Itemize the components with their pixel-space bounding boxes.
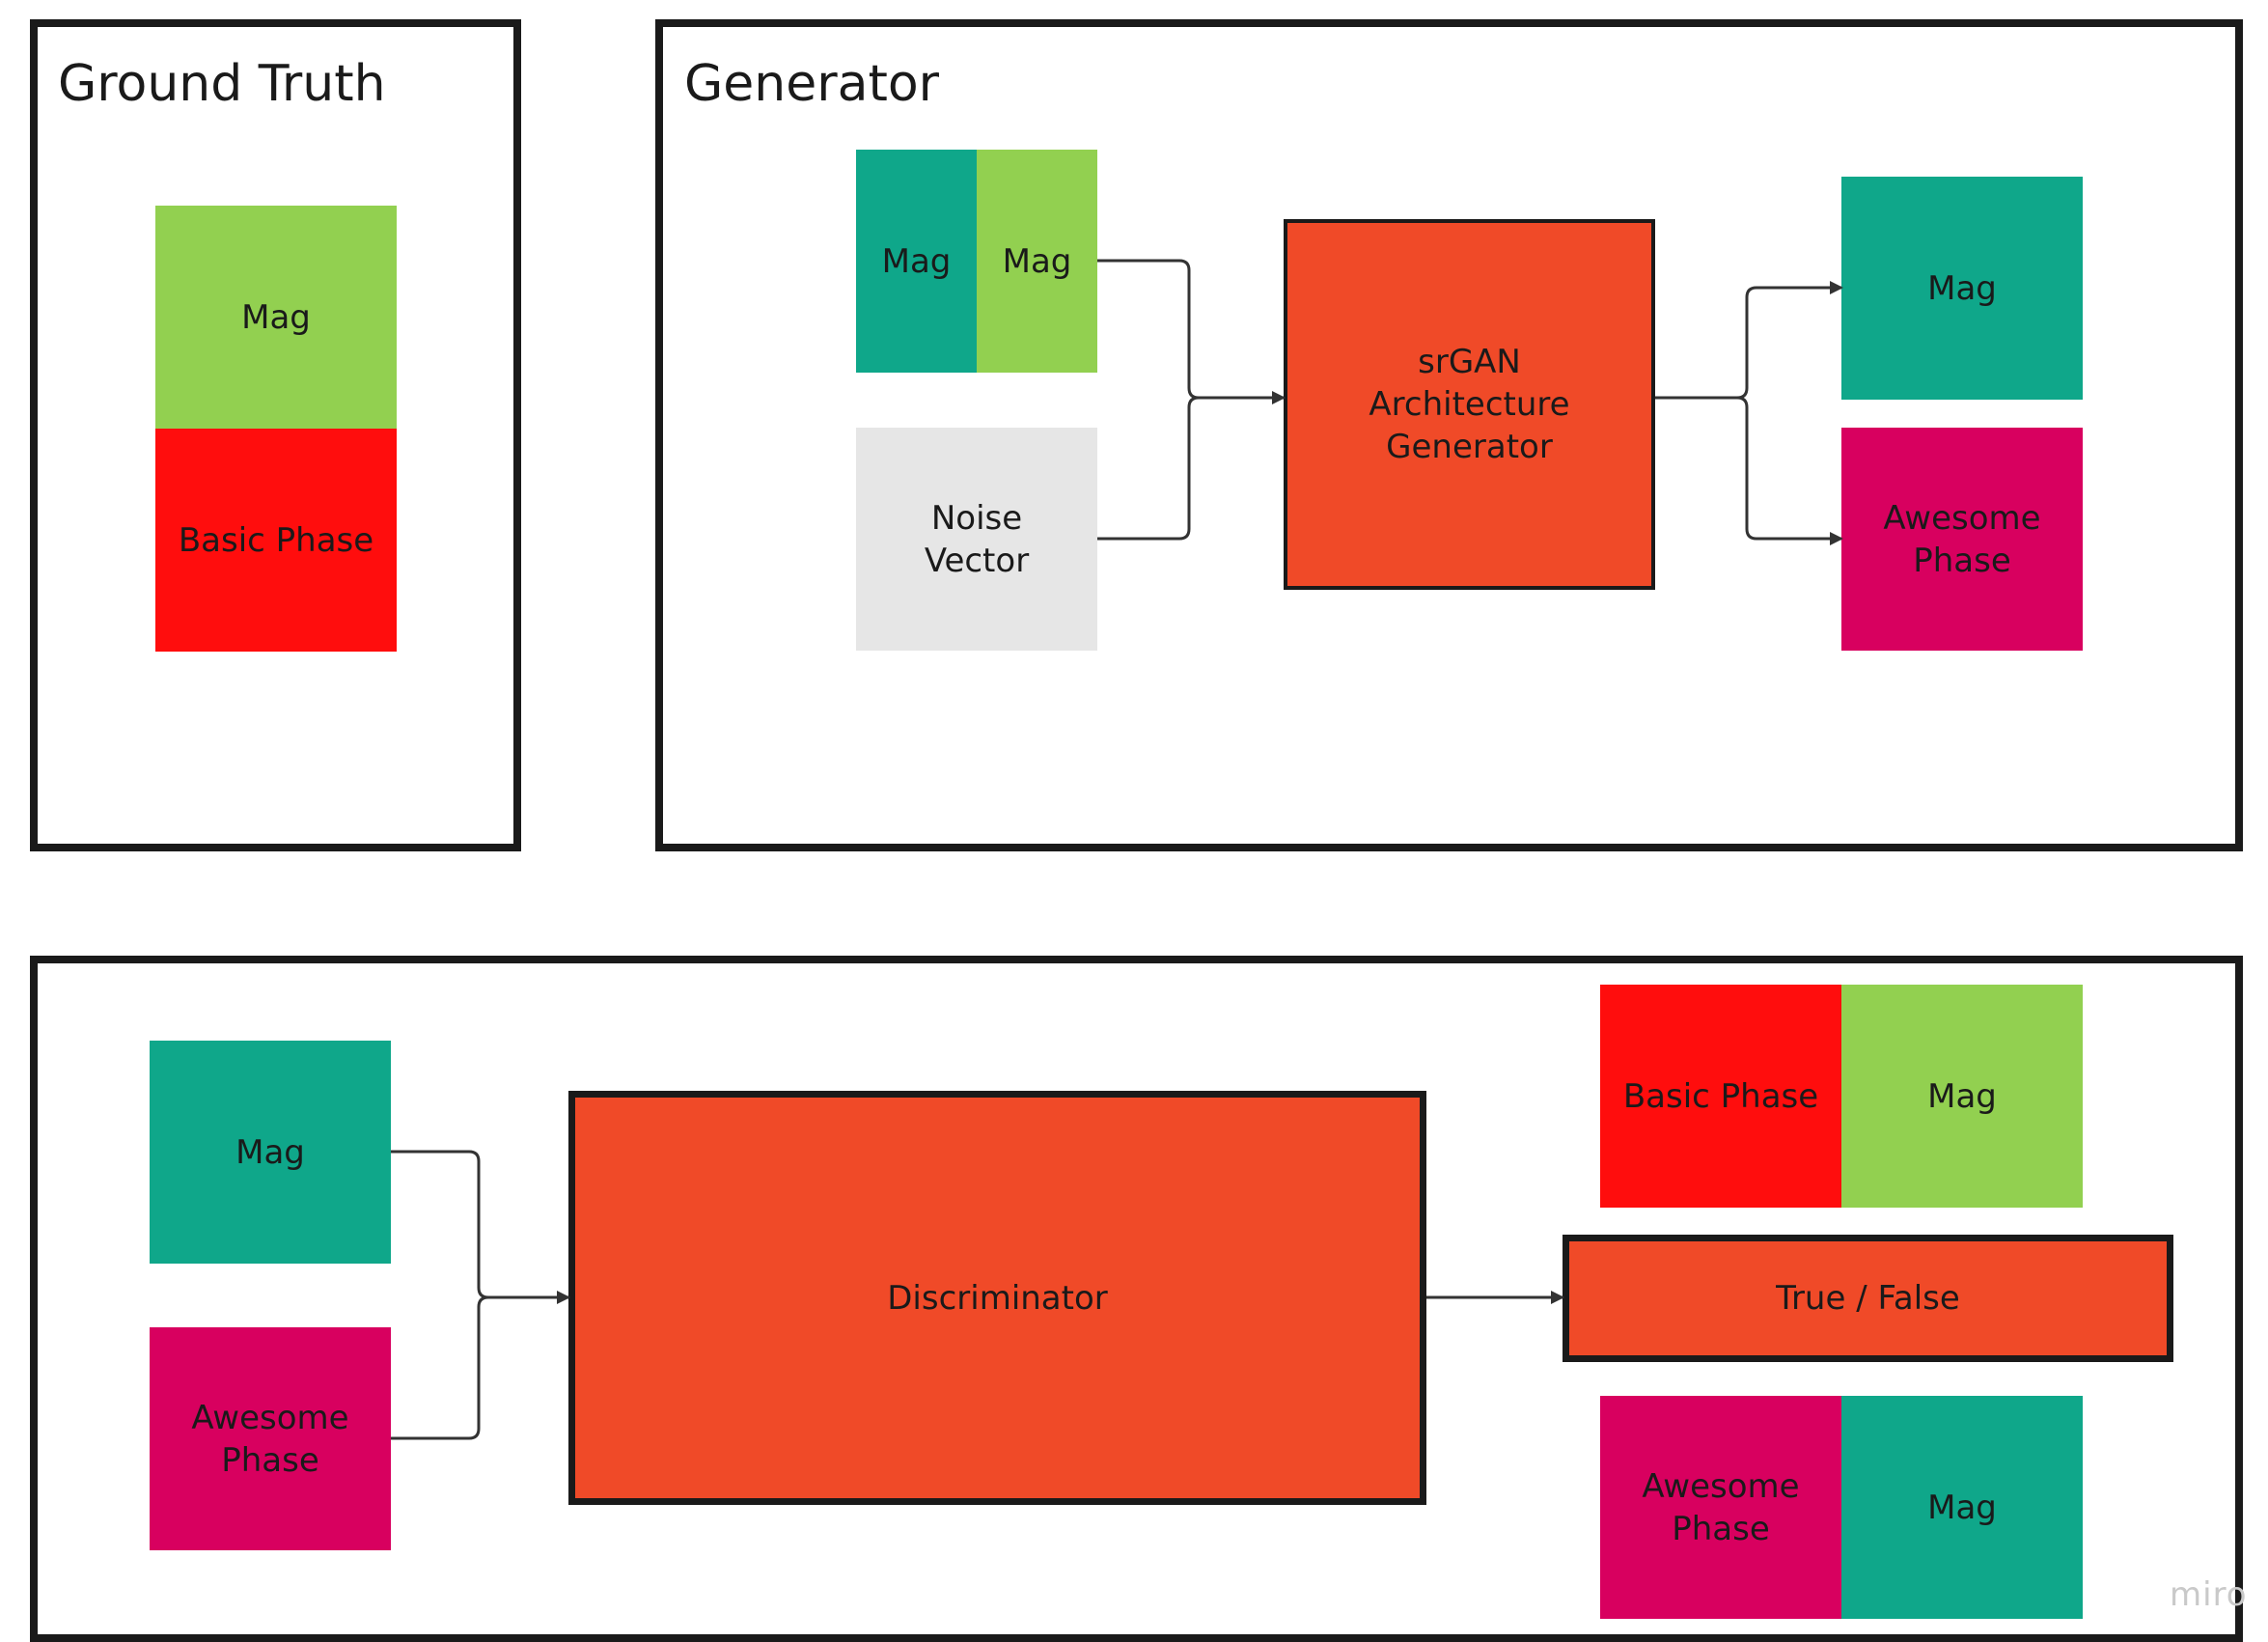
noise-vector-block: Noise Vector [856,428,1097,651]
ground-truth-mag-block: Mag [155,206,397,429]
generator-output-phase-block: Awesome Phase [1841,428,2083,651]
ground-truth-phase-block: Basic Phase [155,429,397,652]
generator-output-mag-block: Mag [1841,177,2083,400]
discriminator-input-mag-block: Mag [150,1041,391,1264]
srgan-generator-block: srGAN Architecture Generator [1284,219,1655,590]
mag-to-discriminator-arrow [391,1150,570,1304]
fake-pair-phase-block: Awesome Phase [1600,1396,1841,1619]
generator-input-mag-block-1: Mag [856,150,977,373]
phase-to-discriminator-arrow [391,1295,489,1440]
noise-to-generator-arrow [1097,396,1200,541]
miro-watermark: miro [2170,1575,2248,1614]
generator-title: Generator [684,55,940,113]
real-pair-phase-block: Basic Phase [1600,985,1841,1208]
mag-to-generator-arrow [1097,259,1286,404]
fake-pair-mag-block: Mag [1841,1396,2083,1619]
generator-input-mag-block-2: Mag [977,150,1097,373]
generator-to-phase-arrow [1736,396,1843,545]
real-pair-mag-block: Mag [1841,985,2083,1208]
true-false-output-block: True / False [1563,1235,2173,1362]
discriminator-block: Discriminator [568,1091,1426,1505]
ground-truth-title: Ground Truth [58,55,386,113]
generator-to-mag-arrow [1655,281,1843,400]
discriminator-input-phase-block: Awesome Phase [150,1327,391,1550]
